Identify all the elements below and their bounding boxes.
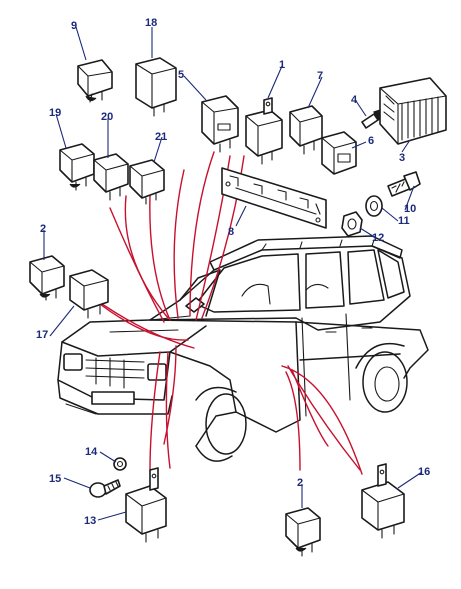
wiring-lines	[91, 151, 363, 475]
callout-10: 10	[404, 203, 416, 215]
relay-2-left-icon	[29, 255, 65, 301]
callout-4: 4	[351, 94, 358, 106]
relay-21-icon	[129, 159, 165, 205]
relay-20-icon	[93, 153, 129, 201]
screw-4-icon	[361, 109, 383, 129]
mounting-bracket-8-icon	[221, 167, 327, 229]
nut-12-icon	[341, 211, 363, 237]
relay-13-icon	[125, 467, 167, 543]
callout-leaders	[43, 26, 423, 521]
relay-19-icon	[59, 143, 95, 191]
callout-16: 16	[418, 466, 430, 478]
relay-17-icon	[69, 269, 109, 319]
vehicle-illustration	[57, 235, 429, 462]
bolt-10-icon	[387, 171, 421, 197]
callout-8: 8	[228, 226, 234, 238]
callout-18: 18	[145, 17, 157, 29]
callout-2-left: 2	[40, 223, 46, 235]
relay-2-bottom-icon	[285, 507, 321, 557]
relay-5-icon	[201, 95, 239, 153]
washer-11-icon	[365, 195, 383, 217]
callout-9: 9	[71, 20, 77, 32]
callout-14: 14	[85, 446, 98, 458]
callout-19: 19	[49, 107, 61, 119]
relay-18-icon	[135, 57, 177, 117]
callout-2-bottom: 2	[297, 477, 303, 489]
callout-6: 6	[368, 135, 374, 147]
clip-14-icon	[113, 457, 127, 471]
relay-1-icon	[245, 97, 283, 165]
callout-20: 20	[101, 111, 113, 123]
callout-11: 11	[398, 215, 410, 227]
relay-6-icon	[321, 131, 357, 175]
callout-13: 13	[84, 515, 96, 527]
relay-9-icon	[77, 59, 113, 103]
callout-5: 5	[178, 69, 184, 81]
relay-7-icon	[289, 105, 323, 155]
callout-1: 1	[279, 59, 285, 71]
relay-16-icon	[361, 463, 405, 539]
screw-15-icon	[89, 479, 121, 498]
callout-17: 17	[36, 329, 48, 341]
callout-3: 3	[399, 152, 405, 164]
callout-12: 12	[372, 232, 384, 244]
callout-15: 15	[49, 473, 61, 485]
heatsink-unit-3-icon	[379, 77, 447, 145]
callout-21: 21	[155, 131, 167, 143]
callout-7: 7	[317, 70, 323, 82]
callout-numbers: 1 2 2 3 4 5 6 7 8 9 10 11 12 13 14 15 16…	[36, 17, 430, 527]
